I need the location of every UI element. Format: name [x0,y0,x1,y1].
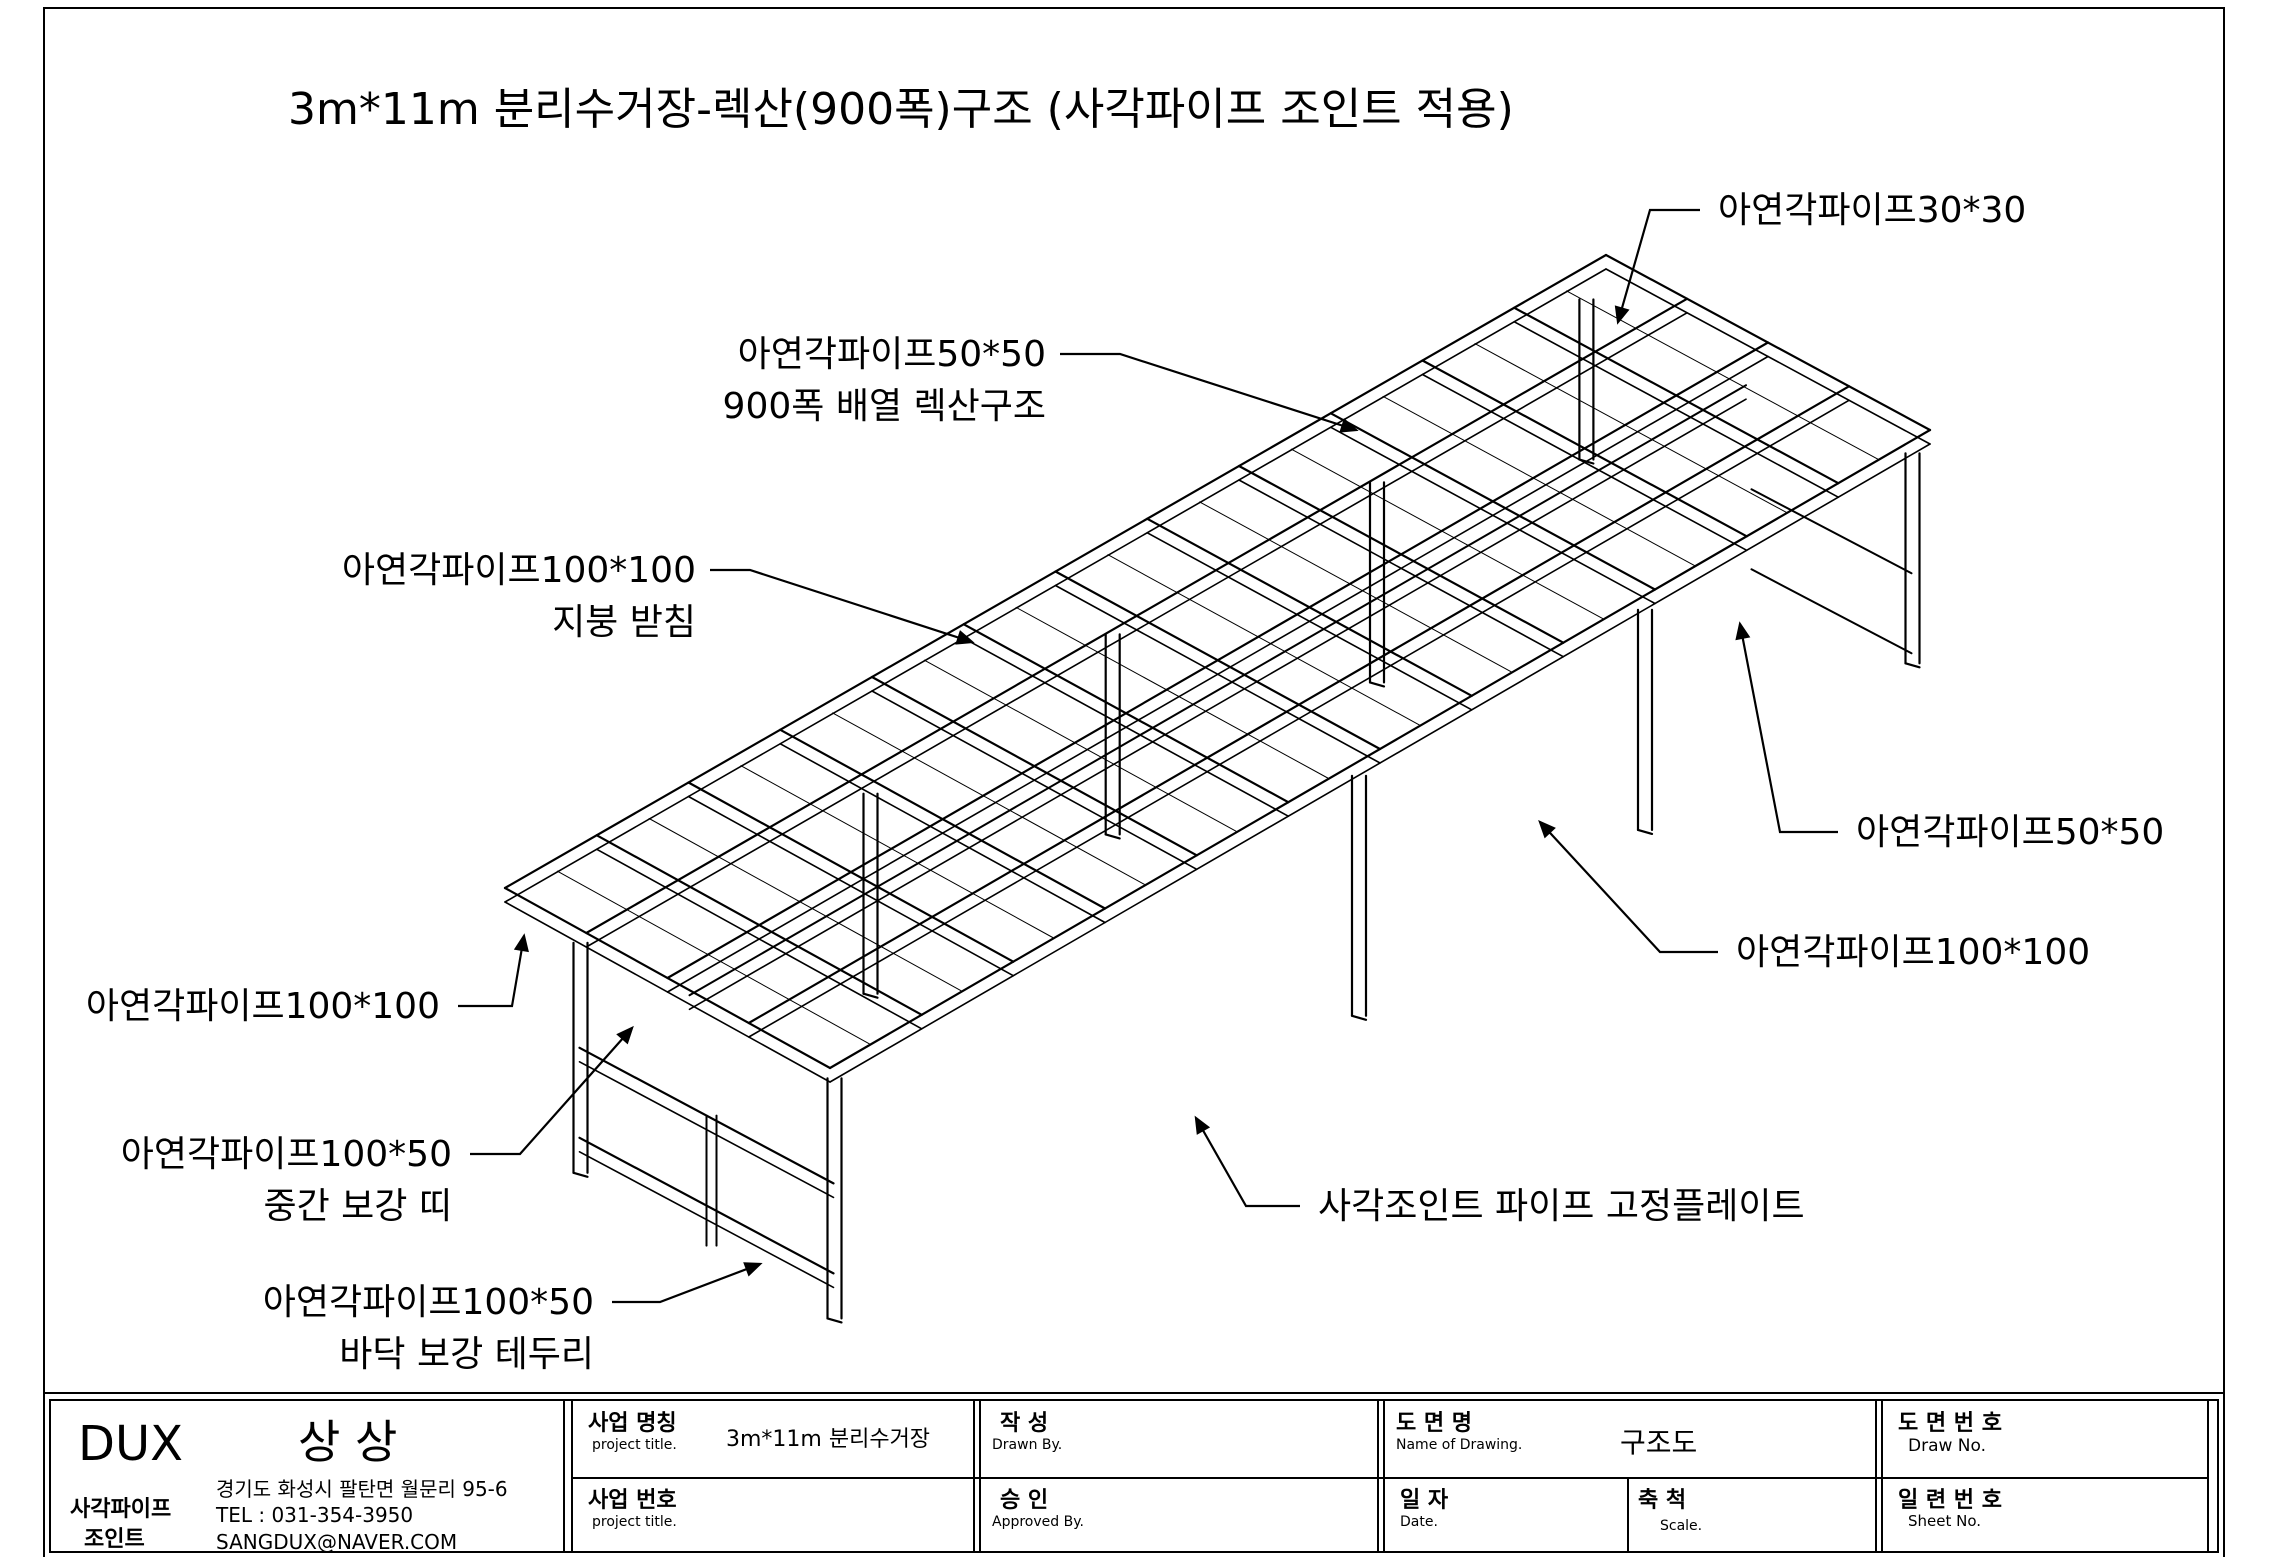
drawing-name-label: 도 면 명 [1396,1411,1472,1436]
project-name-label: 사업 명칭 [588,1411,677,1436]
leader-pipe-30-arrow [1614,305,1630,325]
roof-longitudinal-rail [666,341,1770,980]
post-front-right [826,1317,843,1324]
leader-plate [1195,1117,1300,1208]
callout-pipe-30: 아연각파이프30*30 [1718,190,2026,231]
roof-support-beam [688,384,1747,997]
company-name-korean: 상 상 [298,1415,397,1469]
isometric-frame-structure [503,253,1932,1324]
roof-longitudinal-rail [747,385,1851,1025]
roof-support-beam [688,398,1747,1011]
scale-label-en: Scale. [1660,1518,1702,1534]
callout-pipe-50-top: 아연각파이프50*50 [738,334,1046,375]
lexan-panel-line [923,659,1237,832]
lexan-panel-line [740,765,1054,938]
company-name: DUX [78,1416,183,1472]
lexan-panel-line [1107,554,1420,726]
sheet-no-label: 일 련 번 호 [1898,1488,2002,1513]
post-inner [862,992,879,999]
lexan-panel-line [1015,606,1329,779]
leader-pipe-50-top [1060,352,1357,432]
lexan-panel-line [1382,395,1695,566]
post-back-right [1904,662,1921,669]
leader-plate-arrow [1194,1115,1211,1135]
project-no-label: 사업 번호 [588,1488,677,1513]
sheet-no-label-en: Sheet No. [1908,1512,1981,1530]
leader-pipe-50-right-arrow [1735,621,1751,641]
date-label-en: Date. [1400,1514,1438,1530]
callout-plate: 사각조인트 파이프 고정플레이트 [1318,1186,1805,1227]
date-label: 일 자 [1400,1488,1449,1513]
drawn-by-label-en: Drawn By. [992,1437,1062,1453]
roof-longitudinal-rail [585,297,1689,935]
leader-pipe-100x50-bottom-arrow [743,1262,763,1277]
project-no-label-en: project title. [592,1514,677,1530]
scale-label: 축 척 [1638,1488,1686,1513]
callout-pipe-100x50-mid: 아연각파이프100*50 [121,1134,452,1175]
back-bottom-frame [1750,568,1913,655]
post-inner [1368,681,1386,688]
leader-pipe-100x50-bottom [612,1262,761,1304]
project-name-value: 3m*11m 분리수거장 [726,1427,930,1452]
draw-no-label: 도 면 번 호 [1898,1411,2002,1436]
lexan-panel-line [556,870,870,1045]
leader-pipe-100x50-mid-arrow [616,1025,634,1045]
roof-longitudinal-rail [585,311,1688,948]
post-side-back [1636,828,1654,836]
post-inner [1104,833,1121,840]
leader-pipe-30 [1616,208,1700,323]
leader-pipe-100-right-arrow [1538,819,1556,839]
back-mid-band [1750,488,1913,575]
callout-pipe-100-roof-sub: 지붕 받침 [552,602,696,643]
drawing-name-value: 구조도 [1620,1426,1697,1459]
post-side-middle [1350,1014,1368,1021]
leader-pipe-50-right [1738,623,1838,834]
lexan-panel-line [1199,501,1512,673]
company-address: 경기도 화성시 팔탄면 월문리 95-6 [216,1477,508,1501]
company-email: SANGDUX@NAVER.COM [216,1530,457,1554]
leader-pipe-100-right [1539,821,1718,954]
lexan-panel-line [1474,343,1787,513]
brand-line-1: 사각파이프 [70,1497,171,1522]
draw-no-label-en: Draw No. [1908,1436,1986,1456]
post-front-left [572,1171,589,1178]
approved-by-label: 승 인 [1000,1488,1048,1513]
drawn-by-label: 작 성 [1000,1411,1048,1436]
leader-pipe-100-roof-arrow [955,630,975,645]
lexan-panel-line [1290,448,1604,620]
approved-by-label-en: Approved By. [992,1514,1084,1530]
callout-pipe-50-top-sub: 900폭 배열 렉산구조 [723,386,1046,427]
callout-pipe-50-right: 아연각파이프50*50 [1856,812,2164,853]
brand-line-2: 조인트 [84,1527,145,1552]
leader-pipe-50-top-arrow [1339,418,1359,433]
lexan-panel-line [832,712,1145,885]
roof-longitudinal-rail [666,355,1769,993]
project-name-label-en: project title. [592,1437,677,1453]
leader-pipe-100x50-mid [470,1027,633,1156]
company-tel: TEL : 031-354-3950 [215,1503,413,1527]
callout-pipe-100-right: 아연각파이프100*100 [1736,932,2090,973]
callout-pipe-100x50-bottom-sub: 바닥 보강 테두리 [339,1334,594,1375]
leader-pipe-100-left-arrow [513,933,529,953]
leader-pipe-100-left [458,935,526,1008]
post-back-left [1578,458,1595,465]
roof-longitudinal-rail [747,399,1850,1038]
drawing-name-label-en: Name of Drawing. [1396,1437,1522,1453]
drawing-title: 3m*11m 분리수거장-렉산(900폭)구조 (사각파이프 조인트 적용) [288,84,1514,135]
callout-pipe-100-left: 아연각파이프100*100 [86,986,440,1027]
lexan-panel-line [648,818,962,992]
callout-pipe-100x50-bottom: 아연각파이프100*50 [263,1282,594,1323]
leader-pipe-100-roof [710,568,973,644]
callout-pipe-100x50-mid-sub: 중간 보강 띠 [264,1186,453,1227]
sheet-border [43,7,2225,1557]
title-block [44,1392,2224,1553]
callout-pipe-100-roof: 아연각파이프100*100 [342,550,696,591]
callout-leaders [458,208,1838,1304]
